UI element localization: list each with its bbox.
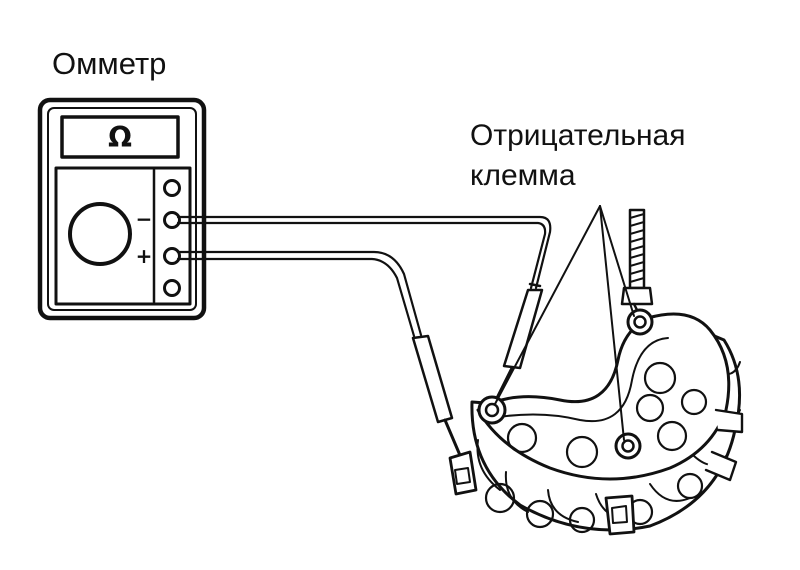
jack-plus-symbol: + [136, 244, 153, 268]
negative-terminal-1 [477, 395, 507, 425]
rectifier-assembly [448, 208, 744, 536]
negative-terminal-label: Отрицательная клемма [470, 116, 685, 196]
callout-lines [494, 205, 635, 441]
negative-terminal-label-line1: Отрицательная [470, 119, 686, 152]
negative-terminal-3 [614, 432, 642, 460]
threaded-stud [620, 208, 654, 318]
meter-display [60, 115, 180, 159]
display-ohm-symbol: Ω [108, 121, 132, 154]
negative-terminal-label-line2: клемма [470, 159, 576, 192]
jack-plus [163, 247, 181, 265]
selector-dial [68, 202, 132, 266]
jack-1 [163, 179, 181, 197]
jack-4 [163, 279, 181, 297]
jack-minus-symbol: − [136, 207, 153, 231]
meter-panel [54, 166, 192, 306]
negative-terminal-2 [626, 308, 654, 336]
ohmmeter [37, 97, 207, 321]
ohmmeter-label: Омметр [52, 46, 167, 81]
jack-minus [163, 211, 181, 229]
test-leads [176, 215, 552, 462]
